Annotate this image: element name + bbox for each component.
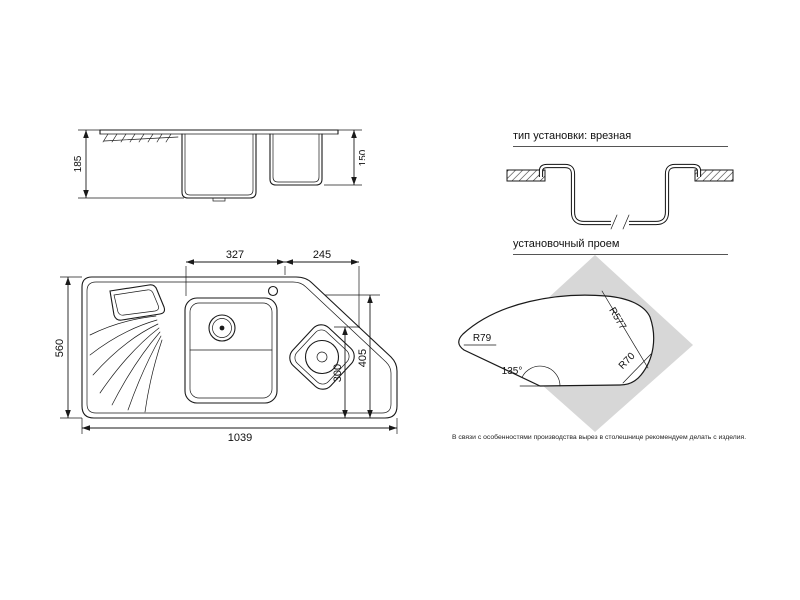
dim-185-label: 185	[73, 155, 84, 172]
sink-outline	[81, 276, 398, 419]
corner-bowl	[289, 324, 355, 390]
dim-245-label: 245	[313, 249, 331, 261]
dimension-327: 327	[185, 249, 286, 296]
cross-section-drawing	[506, 163, 734, 230]
dim-1039-label: 1039	[228, 432, 252, 444]
sink-side-profile	[99, 129, 339, 202]
cutout-title: установочный проем	[513, 238, 728, 255]
dimension-560: 560	[54, 276, 82, 419]
dim-300-label: 300	[332, 364, 344, 382]
dimension-405: 405	[325, 294, 380, 418]
dimension-185: 185	[73, 129, 184, 199]
tap-hole	[267, 285, 279, 297]
countertop-slabs	[506, 169, 734, 182]
main-bowl	[184, 297, 278, 404]
sink-rim-section	[538, 163, 702, 230]
dim-405-label: 405	[357, 349, 369, 367]
dimension-1039: 1039	[81, 418, 398, 444]
dimension-245: 245	[285, 249, 360, 328]
drainboard-ridges	[102, 133, 179, 143]
main-bowl-side	[181, 133, 257, 202]
dimension-300: 300	[332, 326, 360, 418]
small-bowl-side	[269, 133, 323, 186]
side-view-drawing: 185 150	[73, 129, 365, 202]
top-view-drawing: 327 245 560 1039 405	[54, 249, 398, 444]
install-type-title: тип установки: врезная	[513, 130, 728, 147]
dim-150-label: 150	[358, 149, 365, 166]
radius-r79-label: R79	[473, 333, 492, 344]
dimension-150: 150	[324, 129, 365, 186]
cutout-drawing: R79 R577 R70 135°	[458, 255, 693, 432]
fan-drainboard	[89, 315, 163, 413]
dim-327-label: 327	[226, 249, 244, 261]
cutout-shape	[458, 294, 655, 387]
dim-560-label: 560	[54, 339, 66, 357]
production-note: В связи с особенностями производства выр…	[452, 434, 747, 441]
angle-135-label: 135°	[502, 366, 523, 377]
corner-tray	[109, 284, 166, 321]
